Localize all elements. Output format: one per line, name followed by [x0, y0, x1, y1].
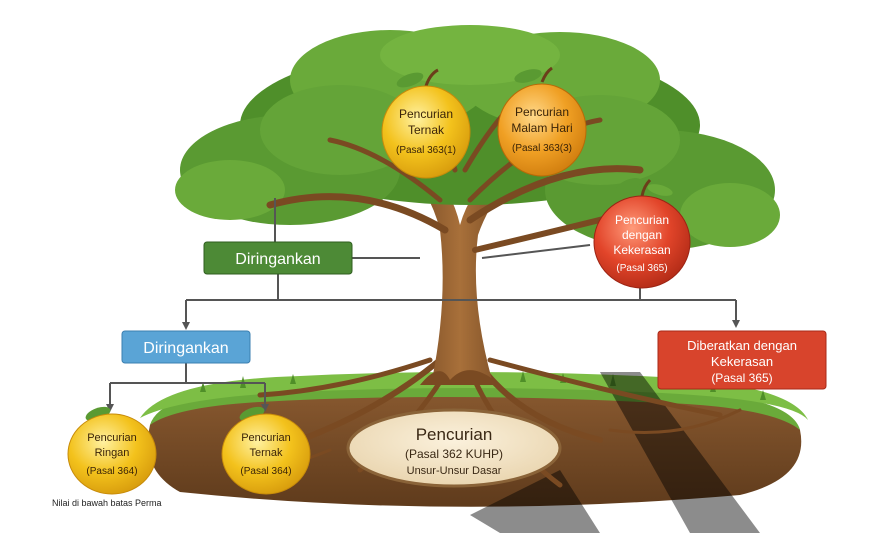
fruit-pencurian-ternak-364: Pencurian Ternak (Pasal 364)	[221, 406, 311, 495]
diringankan-lower-label: Diringankan	[143, 340, 228, 357]
leaf-icon	[615, 177, 641, 195]
fruit-pencurian-ringan: Pencurian Ringan (Pasal 364)	[67, 406, 157, 495]
fruit-pencurian-dengan-kekerasan: Pencurian dengan Kekerasan (Pasal 365)	[593, 177, 691, 289]
leaf-icon	[647, 184, 673, 196]
svg-text:Kekerasan: Kekerasan	[613, 243, 670, 257]
diberatkan-line2: Kekerasan	[711, 354, 773, 369]
diberatkan-box: Diberatkan dengan Kekerasan (Pasal 365)	[657, 330, 827, 390]
fruit-pencurian-ternak-363: Pencurian Ternak (Pasal 363(1)	[381, 68, 471, 179]
root-article: (Pasal 362 KUHP)	[405, 447, 503, 461]
svg-text:dengan: dengan	[622, 228, 662, 242]
svg-text:Pencurian: Pencurian	[515, 105, 569, 119]
stem-icon	[424, 68, 439, 87]
svg-text:Ternak: Ternak	[408, 123, 445, 137]
svg-text:(Pasal 364): (Pasal 364)	[86, 466, 137, 477]
svg-text:Pencurian: Pencurian	[615, 213, 669, 227]
diringankan-upper-box: Diringankan	[203, 241, 353, 275]
svg-text:Malam Hari: Malam Hari	[511, 121, 572, 135]
leaf-icon	[514, 69, 542, 83]
svg-text:Pencurian: Pencurian	[87, 432, 137, 444]
root-oval-pencurian: Pencurian (Pasal 362 KUHP) Unsur-Unsur D…	[346, 408, 562, 488]
fruit-pencurian-malam-hari: Pencurian Malam Hari (Pasal 363(3)	[497, 66, 587, 177]
svg-text:Pencurian: Pencurian	[399, 107, 453, 121]
root-title: Pencurian	[416, 425, 493, 444]
diringankan-upper-label: Diringankan	[235, 251, 320, 268]
stem-icon	[540, 66, 553, 83]
root-subtitle: Unsur-Unsur Dasar	[407, 465, 502, 477]
diberatkan-line3: (Pasal 365)	[711, 371, 772, 385]
diberatkan-line1: Diberatkan dengan	[687, 338, 797, 353]
svg-text:(Pasal 363(1): (Pasal 363(1)	[396, 145, 456, 156]
connectors	[106, 198, 740, 412]
note-below-ringan: Nilai di bawah batas Perma	[52, 498, 162, 508]
svg-text:(Pasal 363(3): (Pasal 363(3)	[512, 143, 572, 154]
svg-text:Ternak: Ternak	[249, 447, 283, 459]
leaf-icon	[396, 72, 424, 88]
diringankan-lower-box: Diringankan	[121, 330, 251, 364]
trunk	[400, 160, 520, 385]
svg-text:(Pasal 365): (Pasal 365)	[616, 263, 667, 274]
svg-text:Ringan: Ringan	[95, 447, 130, 459]
stem-icon	[640, 178, 652, 197]
svg-text:Pencurian: Pencurian	[241, 432, 291, 444]
svg-text:(Pasal 364): (Pasal 364)	[240, 466, 291, 477]
